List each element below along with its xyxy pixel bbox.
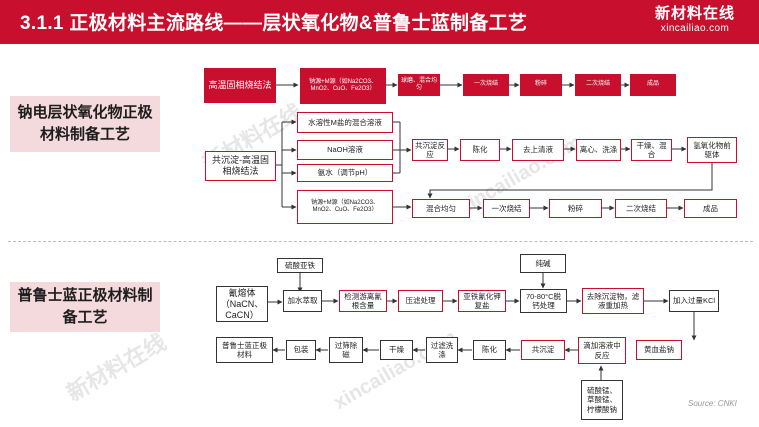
step-aging: 陈化: [460, 139, 500, 161]
method-coprecipitation: 共沉淀-高温固相烧结法: [205, 151, 276, 181]
pb-step-detect-cyanide: 检测游离氰根含量: [339, 290, 387, 312]
brand-logo: 新材料在线 xincailiao.com: [645, 5, 745, 39]
pb-step-add-kcl: 加入过量KCl: [669, 290, 719, 312]
step-product: 成品: [630, 74, 676, 96]
step-crush-2: 粉碎: [549, 199, 602, 218]
pb-ferrous-sulfate: 硫酸亚铁: [277, 258, 323, 273]
pb-soda: 纯碱: [520, 254, 566, 273]
input-metal-salt: 水溶性M盐的混合溶液: [297, 112, 393, 133]
step-mix-uniform: 混合均匀: [412, 199, 470, 218]
pb-step-dry: 干燥: [380, 340, 413, 360]
step-first-sinter-2: 一次烧结: [483, 199, 530, 218]
step-ball-mill: 球磨、混合均匀: [398, 74, 440, 96]
section-label-layered: 钠电层状氧化物正极材料制备工艺: [10, 96, 160, 152]
step-centrifuge-wash: 离心、洗涤: [576, 139, 621, 161]
pb-product: 普鲁士蓝正极材料: [216, 337, 273, 363]
pb-step-ferrocyanide-salt: 亚铁氰化钾复盐: [458, 290, 506, 312]
step-crush: 粉碎: [520, 74, 562, 96]
step-second-sinter: 二次烧结: [575, 74, 621, 96]
pb-step-aging: 陈化: [473, 340, 506, 360]
step-hydroxide-precursor: 氢氧化物前驱体: [687, 137, 737, 163]
page-title: 3.1.1 正极材料主流路线——层状氧化物&普鲁士蓝制备工艺: [20, 13, 528, 34]
section-label-prussian: 普鲁士蓝正极材料制备工艺: [10, 282, 160, 332]
brand-logo-en: xincailiao.com: [660, 23, 730, 34]
raw-material-coprecipitation: 钠源+M源（如Na2CO3、MnO2、CuO、Fe2O3）: [297, 190, 393, 224]
step-remove-supernatant: 去上清液: [512, 139, 564, 161]
title-bar: 3.1.1 正极材料主流路线——层状氧化物&普鲁士蓝制备工艺 新材料在线 xin…: [0, 0, 759, 44]
pb-step-water-extract: 加水萃取: [283, 290, 322, 312]
step-product-2: 成品: [684, 199, 737, 218]
pb-raw-cyanide-melt: 氰熔体（NaCN、CaCN）: [216, 286, 268, 322]
step-first-sinter: 一次烧结: [463, 74, 509, 96]
brand-logo-cn: 新材料在线: [654, 5, 735, 22]
source-note: Source: CNKI: [688, 399, 737, 408]
pb-step-coprecipitation: 共沉淀: [521, 340, 565, 360]
pb-step-filter-press: 压滤处理: [398, 290, 443, 312]
step-dry-mix: 干燥、混合: [631, 139, 672, 161]
input-naoh: NaOH溶液: [297, 140, 393, 160]
pb-step-package: 包装: [286, 340, 316, 360]
section-divider: [8, 241, 753, 242]
step-second-sinter-2: 二次烧结: [615, 199, 667, 218]
pb-additives: 硫酸锰、草酸锰、柠檬酸钠: [581, 380, 623, 420]
pb-step-filter-wash: 过滤洗涤: [426, 337, 458, 363]
pb-step-sieve-demagnetize: 过筛除磁: [329, 337, 363, 363]
method-solid-state: 高温固相烧结法: [204, 68, 276, 103]
pb-step-yellow-prussiate: 黄血盐钠: [636, 340, 682, 360]
pb-step-dropwise-reaction: 滴加溶液中反应: [578, 337, 626, 364]
pb-step-remove-precipitate: 去除沉淀物，滤液重加热: [582, 288, 644, 314]
step-coprecipitation-reaction: 共沉淀反应: [412, 139, 448, 161]
pb-step-decalcify: 70-80°C脱钙处理: [520, 289, 567, 313]
input-ammonia: 氨水（调节pH）: [297, 164, 393, 182]
raw-material-solid: 钠源+M源（如Na2CO3、MnO2、CuO、Fe2O3）: [300, 68, 386, 104]
